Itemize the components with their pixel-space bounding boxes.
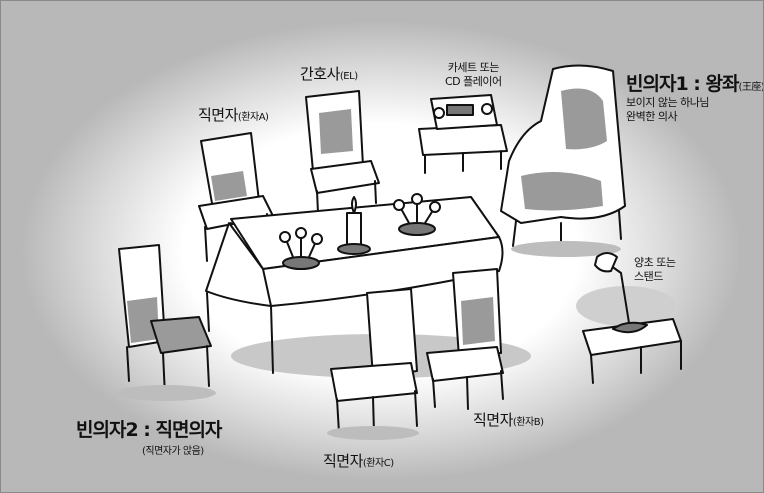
throne-chair: [501, 65, 625, 257]
cassette-label-line1: 카세트 또는: [445, 61, 502, 75]
facing-b-sub: (환자B): [513, 417, 544, 428]
facing-a-sub: (환자A): [238, 112, 269, 123]
candle-stand-line1: 양초 또는: [634, 256, 675, 270]
empty-chair-1-line1: 보이지 않는 하나님: [626, 96, 764, 110]
empty-chair-1-hanja: (王座): [738, 82, 764, 93]
facing-c-main: 직면자: [323, 452, 363, 470]
empty-chair-1-line2: 완벽한 의사: [626, 110, 764, 124]
empty-chair-2-title: 빈의자2 : 직면의자: [76, 415, 221, 442]
nurse-label: 간호사(EL): [300, 63, 358, 84]
confrontation-chair: [116, 245, 216, 401]
facing-c-label: 직면자(환자C): [323, 450, 394, 471]
facing-c-sub: (환자C): [363, 458, 394, 469]
empty-chair-2-label: 빈의자2 : 직면의자 (직면자가 앉음): [76, 415, 221, 457]
empty-chair-1-label: 빈의자1 : 왕좌(王座) 보이지 않는 하나님 완벽한 의사: [626, 69, 764, 124]
chair-nurse: [306, 91, 379, 213]
cassette-table: [419, 95, 507, 173]
candle-stand-line2: 스탠드: [634, 270, 675, 284]
empty-chair-2-note: (직면자가 앉음): [76, 442, 221, 457]
facing-b-main: 직면자: [473, 411, 513, 429]
nurse-label-sub: (EL): [340, 71, 358, 82]
candle-stand-label: 양초 또는 스탠드: [634, 256, 675, 284]
cassette-label-line2: CD 플레이어: [445, 75, 502, 89]
empty-chair-1-title: 빈의자1 : 왕좌: [626, 73, 738, 95]
facing-b-label: 직면자(환자B): [473, 409, 543, 430]
cassette-label: 카세트 또는 CD 플레이어: [445, 61, 502, 89]
facing-a-label: 직면자(환자A): [198, 104, 268, 125]
nurse-label-main: 간호사: [300, 65, 340, 83]
facing-a-main: 직면자: [198, 106, 238, 124]
